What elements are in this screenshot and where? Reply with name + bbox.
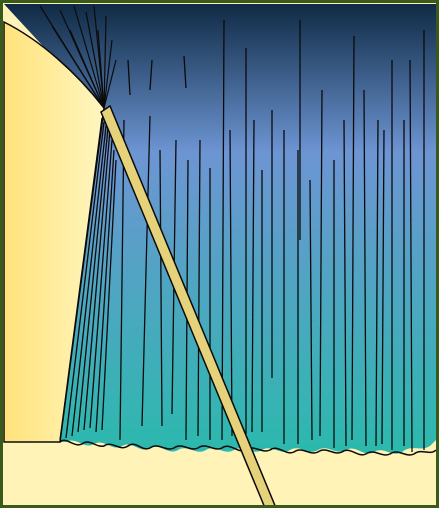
curtain-ray-line (351, 35, 355, 441)
apex-fan-line (85, 11, 105, 109)
curtain-ray-line (65, 121, 105, 439)
apex-fan-line (103, 59, 117, 109)
apex-fan-line (103, 39, 113, 109)
curtain-ray-line (71, 125, 107, 437)
curtain-ray-line (89, 139, 113, 429)
diagonal-pole (100, 104, 277, 508)
apex-fan-line (103, 15, 107, 109)
curtain-ray-line (309, 179, 313, 441)
curtain-ray-line (221, 19, 225, 441)
curtain-ray-line (183, 55, 187, 89)
curtain-ray-line (127, 59, 131, 96)
curtain-ray-line (197, 139, 201, 437)
curtain-ray-line (229, 129, 233, 437)
curtain-ray-line (59, 117, 103, 441)
curtain-rays (59, 19, 425, 453)
curtain-ray-line (381, 129, 385, 445)
apex-fan-line (69, 29, 105, 109)
curtain-ray-line (251, 119, 255, 433)
curtain-ray-line (95, 149, 115, 433)
curtain-ray-line (319, 89, 323, 437)
curtain-ray-line (409, 59, 413, 453)
curtain-ray-line (375, 119, 379, 447)
curtain-ray-line (343, 119, 347, 447)
curtain-ray-line (101, 159, 117, 431)
curtain-ray-line (159, 149, 163, 427)
apex-fan-lines (39, 5, 117, 109)
apex-fan-line (73, 5, 105, 109)
curtain-ray-line (119, 119, 125, 441)
curtain-ray-line (363, 89, 367, 447)
apex-fan-line (97, 29, 105, 109)
curtain-ray-line (83, 129, 111, 431)
curtain-ray-line (77, 127, 109, 433)
apex-fan-line (51, 25, 105, 109)
curtain-ray-line (149, 59, 153, 91)
curtain-ray-line (141, 115, 151, 427)
